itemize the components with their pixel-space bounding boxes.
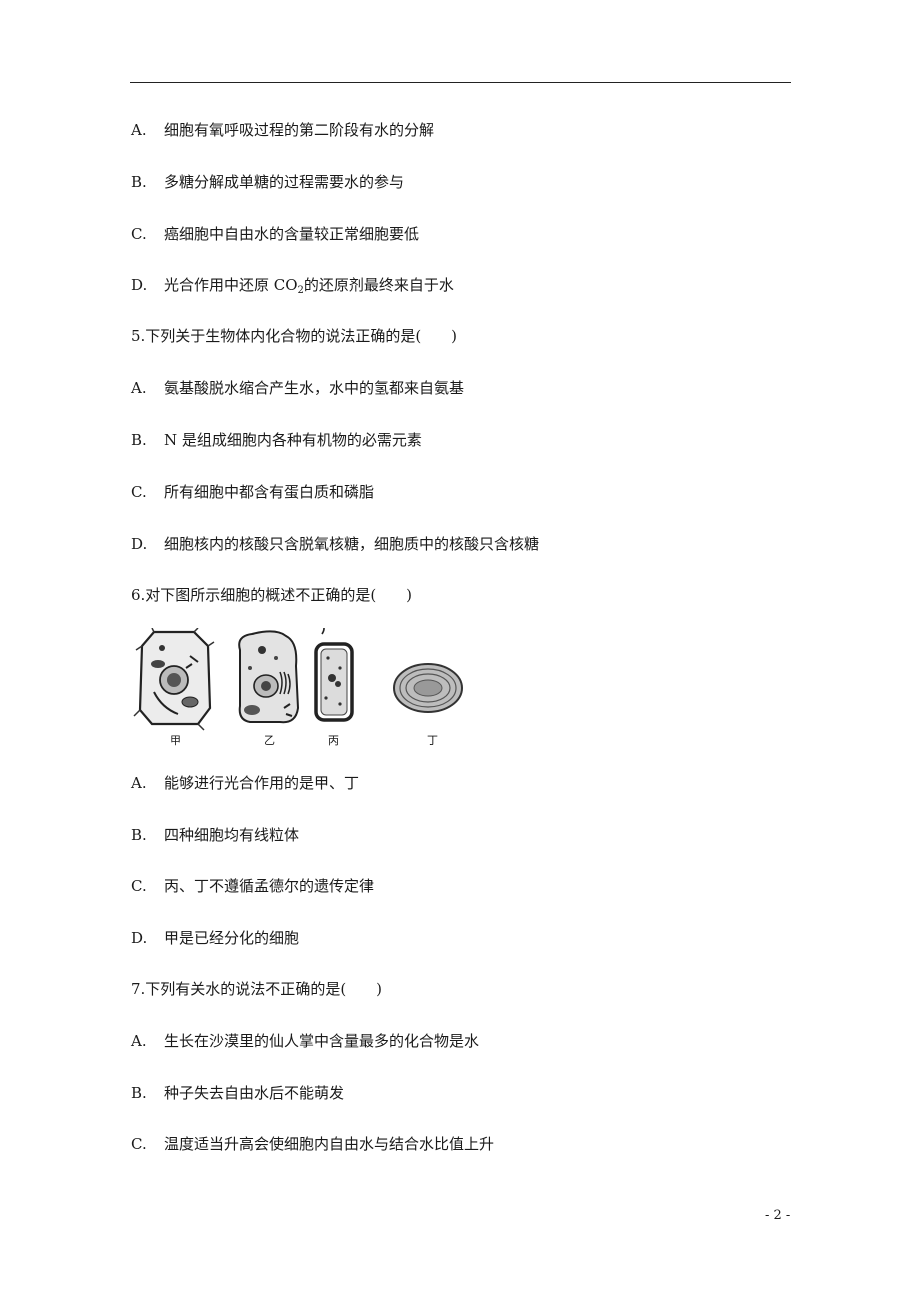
cell-figure: 甲 乙 丙 丁 bbox=[132, 617, 472, 747]
cyanobacterium-drawing bbox=[393, 663, 463, 713]
q5-stem: 5.下列关于生物体内化合物的说法正确的是( ) bbox=[131, 327, 458, 345]
header-rule bbox=[130, 82, 791, 83]
q5-option-a: A.氨基酸脱水缩合产生水，水中的氢都来自氨基 bbox=[131, 379, 465, 397]
q6-option-a: A.能够进行光合作用的是甲、丁 bbox=[131, 774, 360, 792]
figure-label-bing: 丙 bbox=[328, 734, 339, 747]
figure-label-ding: 丁 bbox=[427, 734, 438, 747]
q6-stem: 6.对下图所示细胞的概述不正确的是( ) bbox=[131, 586, 413, 604]
q7-option-a: A.生长在沙漠里的仙人掌中含量最多的化合物是水 bbox=[131, 1032, 480, 1050]
q6-option-d: D.甲是已经分化的细胞 bbox=[131, 929, 300, 947]
plant-cell-drawing bbox=[133, 627, 215, 731]
q5-option-d: D.细胞核内的核酸只含脱氧核糖，细胞质中的核酸只含核糖 bbox=[131, 535, 540, 553]
bacterium-drawing bbox=[314, 617, 354, 722]
q5-option-b: B.N 是组成细胞内各种有机物的必需元素 bbox=[131, 431, 422, 449]
q7-option-c: C.温度适当升高会使细胞内自由水与结合水比值上升 bbox=[131, 1135, 495, 1153]
q4-option-b: B.多糖分解成单糖的过程需要水的参与 bbox=[131, 173, 405, 191]
q6-option-b: B.四种细胞均有线粒体 bbox=[131, 826, 300, 844]
q7-option-b: B.种子失去自由水后不能萌发 bbox=[131, 1084, 345, 1102]
q7-stem: 7.下列有关水的说法不正确的是( ) bbox=[131, 980, 383, 998]
q4-option-a: A.细胞有氧呼吸过程的第二阶段有水的分解 bbox=[131, 121, 435, 139]
q6-option-c: C.丙、丁不遵循孟德尔的遗传定律 bbox=[131, 877, 375, 895]
q4-option-d: D.光合作用中还原 CO2的还原剂最终来自于水 bbox=[131, 276, 454, 296]
q4-option-c: C.癌细胞中自由水的含量较正常细胞要低 bbox=[131, 225, 420, 243]
q5-option-c: C.所有细胞中都含有蛋白质和磷脂 bbox=[131, 483, 375, 501]
animal-cell-drawing bbox=[238, 630, 300, 724]
page-number: - 2 - bbox=[765, 1208, 791, 1223]
cell-diagrams bbox=[133, 617, 463, 731]
figure-label-yi: 乙 bbox=[264, 734, 275, 747]
figure-label-jia: 甲 bbox=[170, 734, 181, 747]
